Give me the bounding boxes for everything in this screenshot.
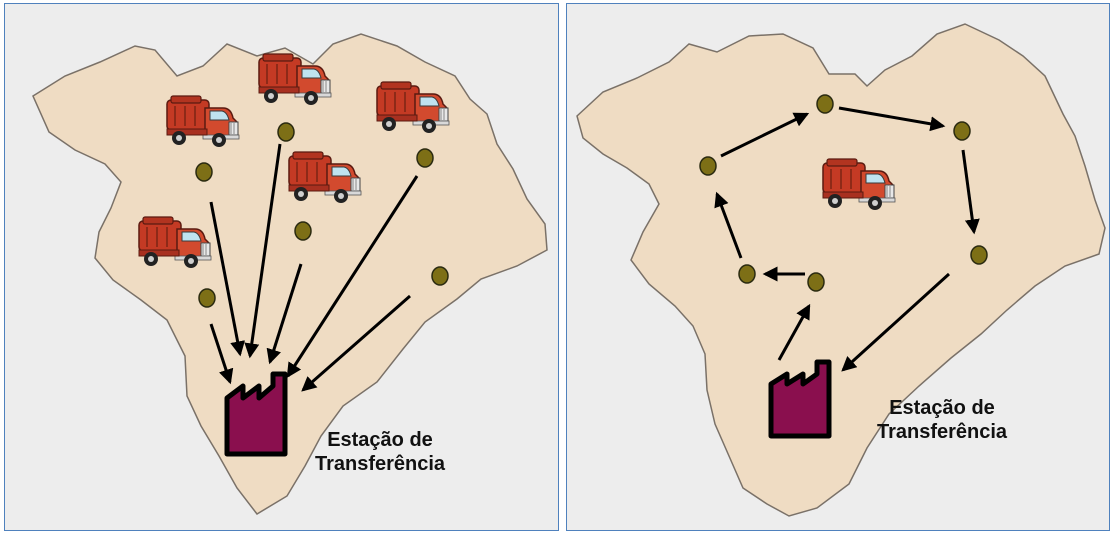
left-panel: Estação de Transferência (4, 3, 559, 531)
collection-point-icon (195, 162, 213, 182)
collection-point-icon (953, 121, 971, 141)
collection-point-icon (431, 266, 449, 286)
collection-point-icon (699, 156, 717, 176)
arrow-icon (720, 112, 810, 158)
collection-point-icon (816, 94, 834, 114)
factory-icon (768, 359, 832, 439)
arrow-icon (961, 149, 980, 235)
right-region-map (576, 23, 1106, 517)
left-map-diagram (32, 33, 548, 515)
arrow-icon (266, 263, 303, 365)
arrow-icon (301, 294, 411, 392)
collection-point-icon (807, 272, 825, 292)
arrow-icon (841, 272, 951, 372)
factory-icon (224, 371, 288, 457)
arrow-icon (244, 143, 282, 359)
arrow-icon (209, 323, 234, 385)
collection-point-icon (970, 245, 988, 265)
collection-point-icon (416, 148, 434, 168)
station-label: Estação de Transferência (876, 397, 1008, 443)
collection-point-icon (198, 288, 216, 308)
arrow-icon (838, 106, 946, 132)
right-panel: Estação de Transferência (566, 3, 1110, 531)
collection-point-icon (277, 122, 295, 142)
arrow-icon (714, 191, 743, 259)
arrow-icon (286, 175, 419, 379)
collection-point-icon (294, 221, 312, 241)
right-map-diagram (576, 23, 1106, 517)
arrow-icon (209, 201, 246, 357)
station-label: Estação de Transferência (314, 429, 446, 475)
arrow-icon (777, 303, 811, 361)
collection-point-icon (738, 264, 756, 284)
left-region-map (32, 33, 548, 515)
